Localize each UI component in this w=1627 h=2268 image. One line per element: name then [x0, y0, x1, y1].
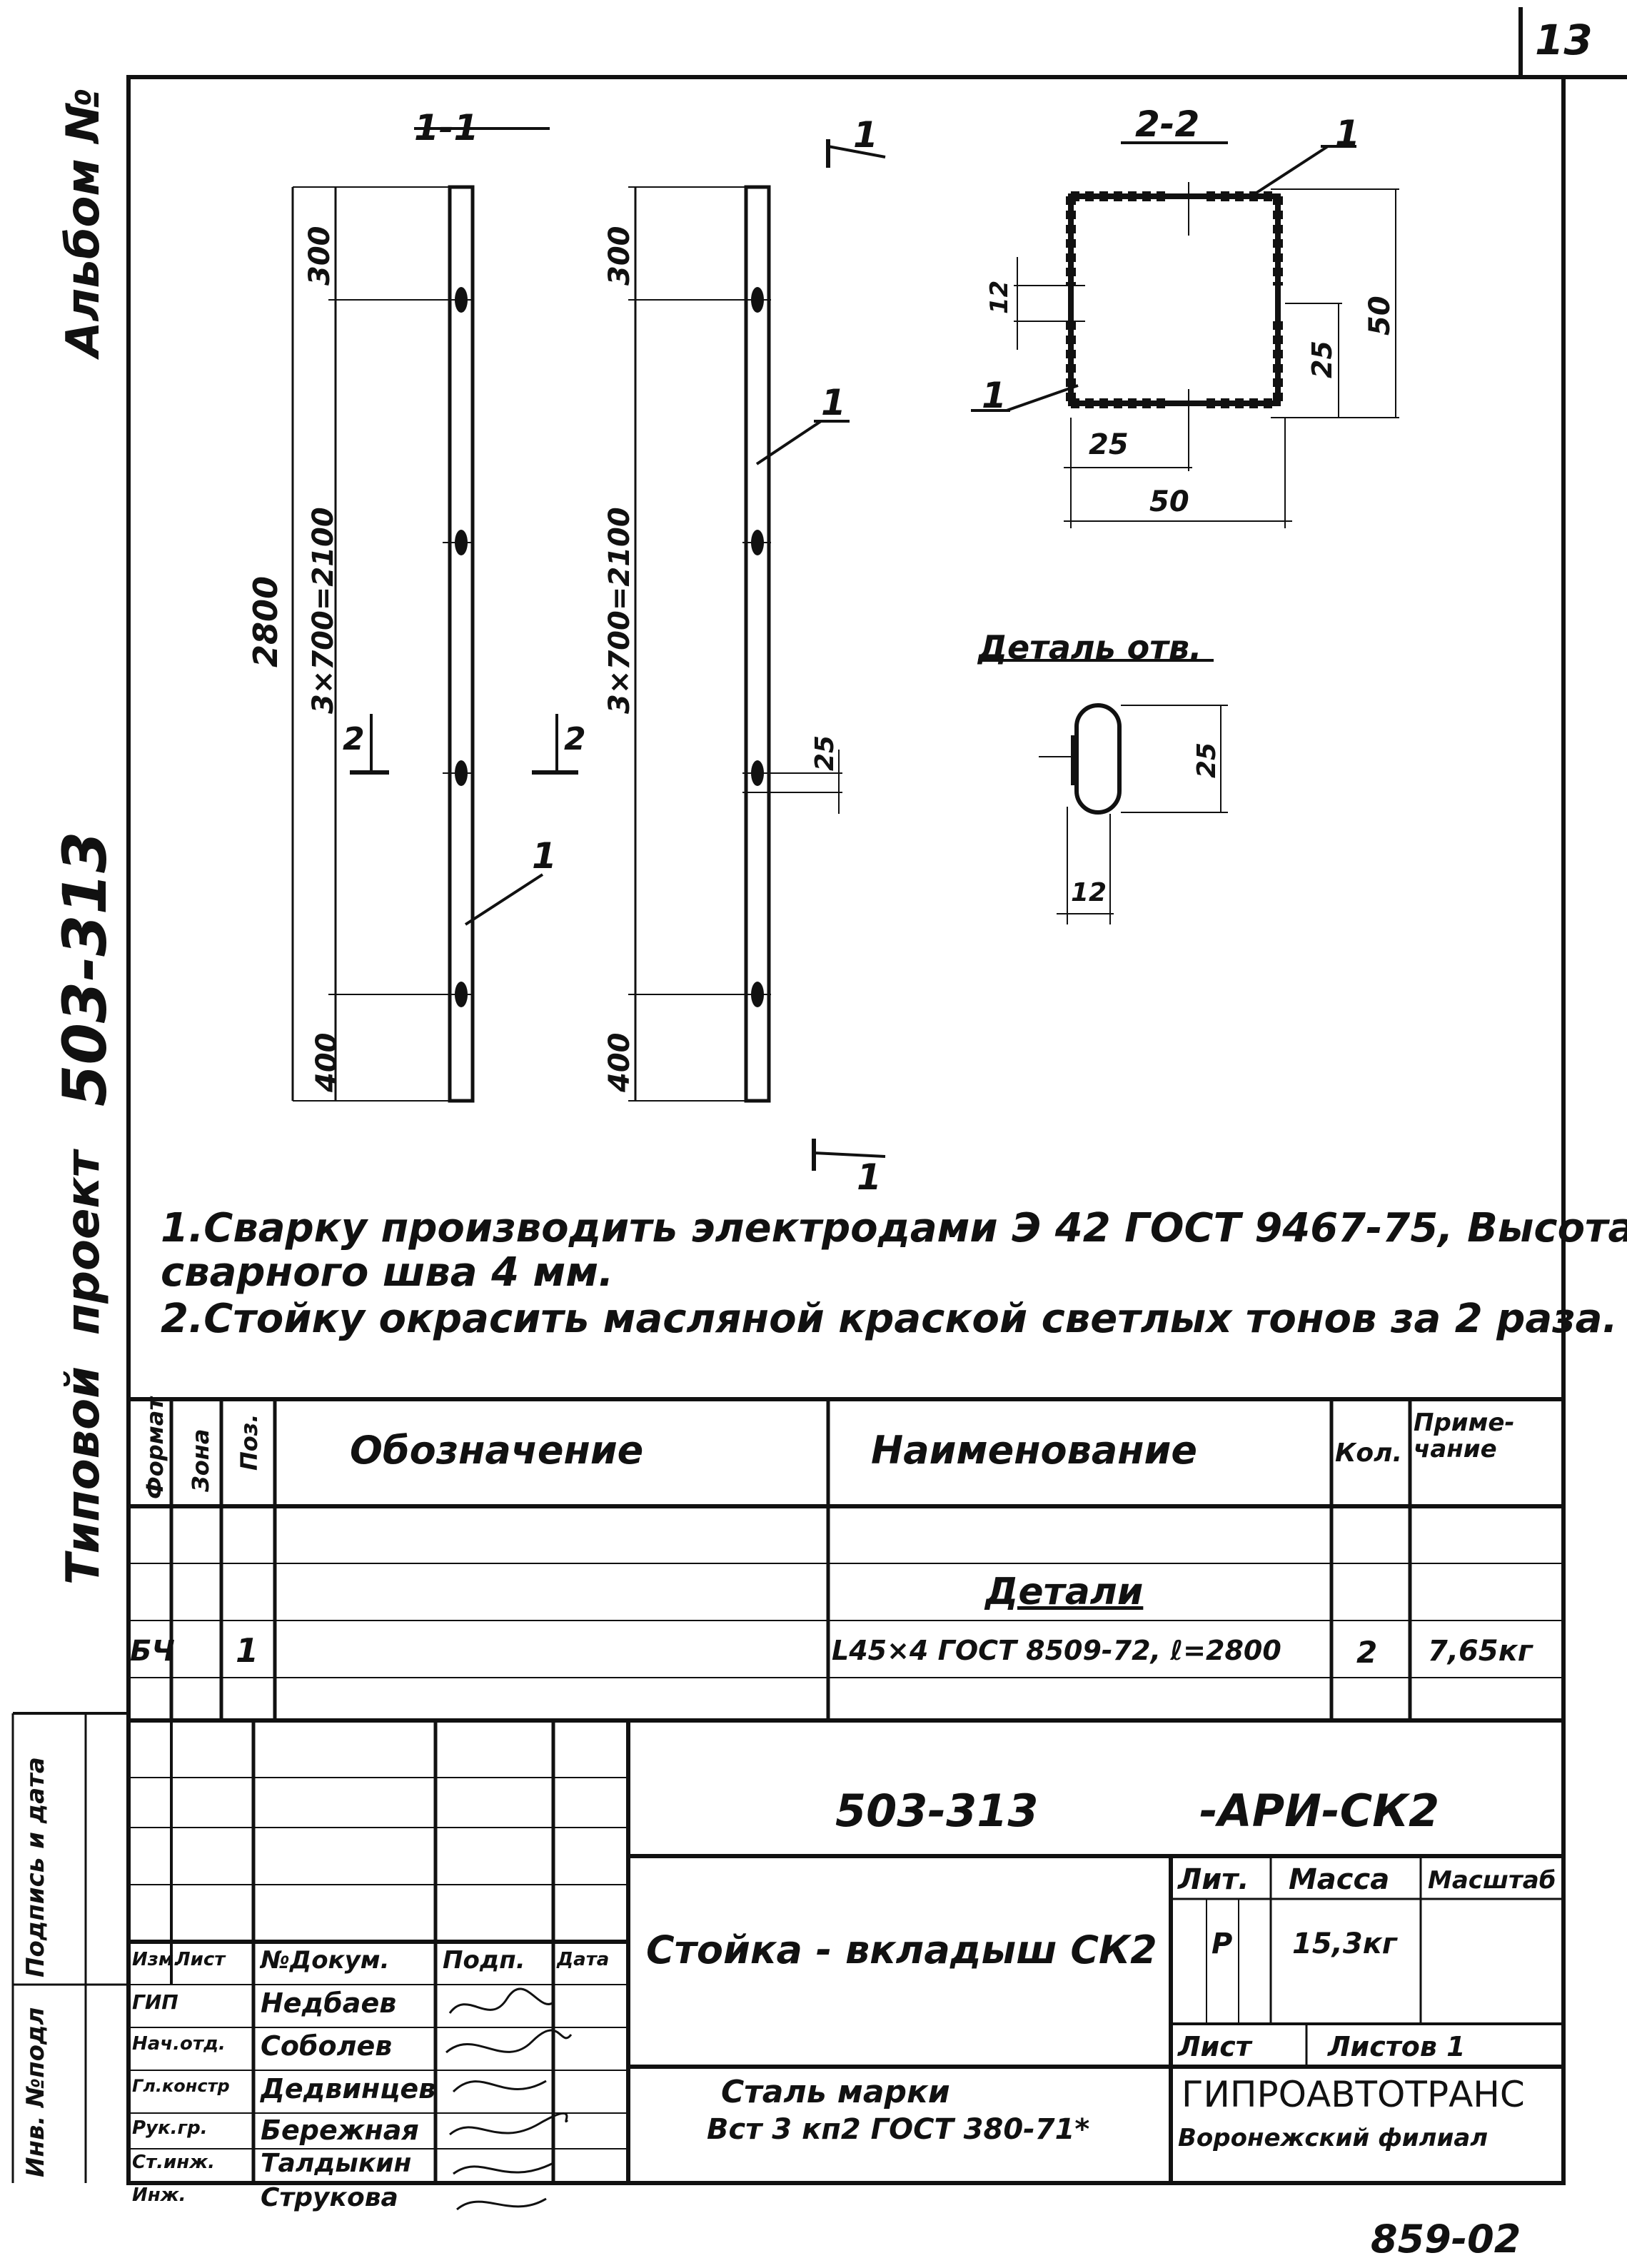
project-word-side: проект	[57, 1151, 110, 1335]
col-pos: Поз.	[236, 1413, 263, 1471]
spec-section-title: Детали	[985, 1571, 1144, 1613]
lit-header: Лит.	[1178, 1863, 1249, 1896]
hole-detail-title: Деталь отв.	[978, 628, 1202, 667]
signatures	[445, 1987, 573, 2211]
spec-row-name: L45×4 ГОСТ 8509-72, ℓ=2800	[832, 1635, 1281, 1666]
doc-suffix: -АРИ-СК2	[1199, 1785, 1440, 1837]
name-ruk-gr: Бережная	[261, 2115, 419, 2146]
inv-label: Инв. №подл	[21, 2007, 50, 2177]
tb-col-sign: Подп.	[443, 1946, 525, 1975]
col-zone: Зона	[187, 1428, 214, 1492]
dim-50-horizontal: 50	[1149, 485, 1189, 518]
scale-header: Масштаб	[1428, 1866, 1556, 1895]
role-gip: ГИП	[132, 1990, 178, 2014]
col-qty: Кол.	[1335, 1438, 1403, 1468]
detail-dim-12: 12	[1071, 878, 1107, 907]
role-ruk-gr: Рук.гр.	[132, 2117, 208, 2139]
name-gl-konstr: Дедвинцев	[261, 2073, 436, 2105]
col-note: Приме- чание	[1414, 1408, 1515, 1464]
item-title: Стойка - вкладыш СК2	[646, 1927, 1157, 1972]
role-st-inzh: Ст.инж.	[132, 2152, 215, 2173]
spec-row-note: 7,65кг	[1428, 1635, 1533, 1668]
section-mark-2b: 2	[564, 721, 586, 757]
material-line-1: Сталь марки	[721, 2074, 950, 2110]
note-2: 2.Стойку окрасить масляной краской светл…	[161, 1296, 1618, 1342]
section-mark-2a: 2	[343, 721, 365, 757]
dim-25-hole: 25	[810, 735, 840, 771]
dim-25-vertical: 25	[1306, 341, 1338, 378]
section-mark-top: 1	[853, 114, 878, 156]
dim-300-view2: 300	[603, 226, 636, 286]
note-1-line-1: 1.Сварку производить электродами Э 42 ГО…	[161, 1205, 1627, 1251]
dim-25-horizontal: 25	[1089, 428, 1129, 461]
pos-callout-2-2-left: 1	[982, 375, 1007, 416]
project-code-side: 503-313	[50, 831, 120, 1107]
name-st-inzh: Талдыкин	[261, 2149, 412, 2178]
name-inzh: Струкова	[261, 2183, 398, 2212]
sheet-header: Лист	[1178, 2031, 1251, 2062]
section-mark-bottom: 1	[857, 1156, 882, 1198]
col-name: Наименование	[871, 1428, 1198, 1473]
dim-50-vertical: 50	[1364, 296, 1396, 336]
spec-row-pos: 1	[236, 1631, 259, 1670]
col-designation: Обозначение	[350, 1428, 644, 1473]
spec-row-format: БЧ	[130, 1635, 175, 1668]
role-gl-konstr: Гл.констр	[132, 2076, 230, 2096]
pos-callout-2-2-top: 1	[1335, 113, 1360, 154]
tb-col-list: Лист	[175, 1949, 226, 1970]
lit-value: Р	[1212, 1927, 1233, 1960]
signature-date-label: Подпись и дата	[21, 1757, 50, 1977]
org-branch: Воронежский филиал	[1178, 2124, 1489, 2152]
detail-dim-25: 25	[1192, 742, 1221, 778]
tb-col-doc: №Докум.	[261, 1946, 390, 1975]
dim-12-section: 12	[985, 280, 1014, 314]
org-name: ГИПРОАВТОТРАНС	[1182, 2074, 1525, 2115]
dim-400-view2: 400	[603, 1032, 636, 1093]
sheet-number: 13	[1535, 16, 1593, 64]
pos-callout-view1: 1	[532, 835, 557, 877]
role-nach-otd: Нач.отд.	[132, 2033, 226, 2055]
section-2-2-label: 2-2	[1135, 104, 1200, 145]
name-gip: Недбаев	[261, 1987, 397, 2019]
dim-2800: 2800	[246, 575, 285, 667]
section-1-1-label: 1-1	[414, 107, 479, 148]
dim-3x700-view2: 3×700=2100	[603, 507, 636, 714]
dim-300-view1: 300	[303, 226, 336, 286]
mass-value: 15,3кг	[1292, 1927, 1397, 1960]
col-format: Формат	[141, 1397, 168, 1499]
material-line-2: Вст 3 кп2 ГОСТ 380-71*	[707, 2113, 1090, 2146]
doc-code: 503-313	[835, 1785, 1039, 1837]
pos-callout-view2: 1	[821, 382, 846, 423]
dim-400-view1: 400	[311, 1032, 343, 1093]
sheet-frame	[126, 75, 1566, 2185]
tb-col-izm: Изм.	[132, 1949, 181, 1970]
tb-col-date: Дата	[557, 1949, 610, 1970]
spec-row-qty: 2	[1356, 1635, 1378, 1670]
dim-3x700-view1: 3×700=2100	[307, 507, 340, 714]
role-inzh: Инж.	[132, 2184, 186, 2206]
sheets-header: Листов 1	[1328, 2031, 1466, 2062]
name-nach-otd: Соболев	[261, 2030, 393, 2062]
type-word-side: Типовой	[57, 1366, 110, 1585]
album-label: Альбом №	[57, 87, 110, 357]
footer-code: 859-02	[1371, 2217, 1521, 2262]
note-1-line-2: сварного шва 4 мм.	[161, 1249, 614, 1296]
mass-header: Масса	[1289, 1863, 1390, 1896]
